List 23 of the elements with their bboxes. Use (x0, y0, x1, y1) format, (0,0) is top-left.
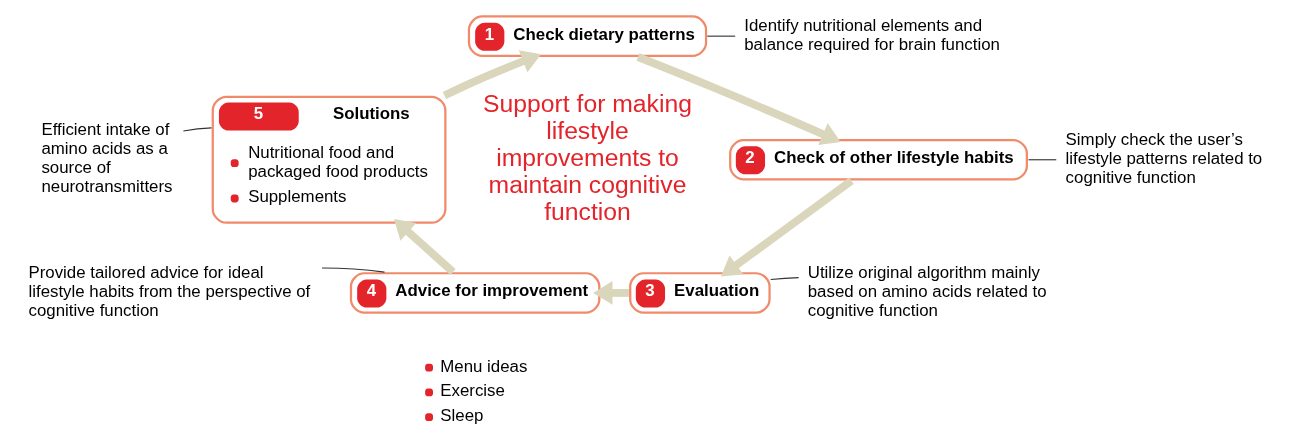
node-label: Sleep (440, 406, 484, 426)
node-box: 1 Check dietary patterns (467, 15, 708, 57)
node-label: Menu ideas (440, 356, 528, 376)
node-text: Efficient intake of amino acids as a source of neurotransmitters (41, 120, 173, 197)
label: Support for making lifestyle improvements to maintain cognitive function (483, 90, 692, 225)
node-box: 3 Evaluation (629, 272, 771, 314)
arrow (720, 177, 854, 277)
connector (321, 267, 386, 273)
node-box: 2 Check of other lifestyle habits (729, 138, 1028, 181)
node-text: Simply check the user’s lifestyle patterns related to cognitive function (1065, 129, 1263, 187)
connector (1027, 159, 1057, 161)
node-text: Provide tailored advice for ideal lifestyle habits from the perspective of cognitive function (28, 262, 311, 320)
arrow (442, 50, 542, 100)
arrow (636, 53, 841, 145)
connector (706, 35, 736, 37)
node-box: 4 Advice for improvement (349, 272, 601, 314)
node-text: Utilize original algorithm mainly based on amino acids related to cognitive function (807, 262, 1047, 320)
node-box: 5 Solutions Nutritional food and packaged food products Supplements (211, 95, 447, 224)
arrow (393, 219, 456, 275)
connector (182, 127, 213, 132)
node-text: Identify nutritional elements and balance required for brain function (744, 15, 1000, 54)
node-label: Exercise (440, 381, 505, 401)
connector (770, 277, 800, 281)
